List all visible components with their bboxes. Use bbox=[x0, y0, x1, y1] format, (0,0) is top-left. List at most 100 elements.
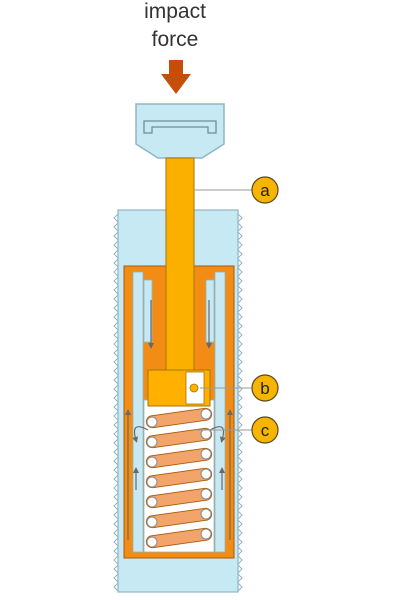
thread-ridge bbox=[237, 375, 243, 385]
thread-ridge bbox=[237, 258, 243, 268]
thread-ridge bbox=[113, 492, 119, 502]
thread-ridge bbox=[113, 384, 119, 394]
thread-ridge bbox=[113, 267, 119, 277]
thread-ridge bbox=[113, 213, 119, 223]
thread-ridge bbox=[113, 510, 119, 520]
callout-a-label: a bbox=[260, 181, 270, 200]
thread-ridge bbox=[113, 276, 119, 286]
thread-ridge bbox=[237, 411, 243, 421]
thread-ridge bbox=[237, 564, 243, 574]
thread-ridge bbox=[237, 510, 243, 520]
spring-coil-end bbox=[146, 456, 158, 468]
thread-ridge bbox=[237, 393, 243, 403]
thread-ridge bbox=[113, 375, 119, 385]
spring-coil-end bbox=[200, 448, 212, 460]
spring-coil bbox=[145, 427, 213, 449]
thread-ridge bbox=[237, 348, 243, 358]
thread-ridge bbox=[237, 357, 243, 367]
callout-a: a bbox=[251, 176, 279, 204]
thread-ridge bbox=[237, 384, 243, 394]
spring-coil bbox=[145, 487, 213, 509]
thread-ridge bbox=[113, 474, 119, 484]
spring-coil bbox=[145, 527, 213, 549]
thread-ridge bbox=[237, 501, 243, 511]
thread-ridge bbox=[113, 249, 119, 259]
spring-coil bbox=[145, 467, 213, 489]
thread-ridge bbox=[113, 465, 119, 475]
thread-ridge bbox=[237, 456, 243, 466]
thread-ridge bbox=[113, 339, 119, 349]
thread-ridge bbox=[237, 528, 243, 538]
thread-ridge bbox=[237, 465, 243, 475]
callout-c-label: c bbox=[261, 421, 270, 440]
thread-ridge bbox=[237, 546, 243, 556]
thread-ridge bbox=[237, 267, 243, 277]
thread-ridge bbox=[113, 330, 119, 340]
thread-ridge bbox=[113, 420, 119, 430]
spring-coil-end bbox=[200, 428, 212, 440]
spring-coil bbox=[145, 407, 213, 429]
thread-ridge bbox=[113, 582, 119, 592]
thread-ridge bbox=[237, 582, 243, 592]
impact-cap bbox=[135, 103, 225, 159]
orifice-valve bbox=[189, 383, 199, 393]
thread-ridge bbox=[113, 546, 119, 556]
spring-coil-end bbox=[146, 496, 158, 508]
thread-ridge bbox=[237, 303, 243, 313]
spring-coil-end bbox=[146, 416, 158, 428]
impact-force-arrow bbox=[161, 60, 191, 94]
callout-a-badge bbox=[251, 176, 279, 204]
thread-ridge bbox=[113, 537, 119, 547]
spring-coil-end bbox=[200, 408, 212, 420]
impact-label-line1: impact bbox=[144, 0, 206, 23]
thread-ridge bbox=[237, 321, 243, 331]
thread-ridge bbox=[237, 402, 243, 412]
thread-ridge bbox=[113, 483, 119, 493]
thread-ridge bbox=[237, 573, 243, 583]
thread-ridge bbox=[237, 249, 243, 259]
spring-coil-end bbox=[146, 476, 158, 488]
callout-b-label: b bbox=[260, 379, 269, 398]
thread-ridge bbox=[237, 492, 243, 502]
callout-leaders bbox=[194, 189, 252, 431]
thread-ridge bbox=[237, 429, 243, 439]
thread-ridge bbox=[237, 537, 243, 547]
thread-ridge bbox=[113, 348, 119, 358]
thread-ridge bbox=[113, 321, 119, 331]
thread-ridge bbox=[237, 312, 243, 322]
thread-ridge bbox=[237, 240, 243, 250]
spring-coil-end bbox=[146, 516, 158, 528]
thread-ridge bbox=[113, 411, 119, 421]
thread-ridge bbox=[113, 456, 119, 466]
thread-ridge bbox=[113, 366, 119, 376]
thread-ridge bbox=[113, 357, 119, 367]
thread-ridge bbox=[113, 438, 119, 448]
thread-ridges bbox=[113, 213, 243, 592]
thread-ridge bbox=[113, 519, 119, 529]
thread-ridge bbox=[113, 222, 119, 232]
spring-coil-end bbox=[200, 468, 212, 480]
thread-ridge bbox=[113, 303, 119, 313]
thread-ridge bbox=[237, 339, 243, 349]
thread-ridge bbox=[113, 285, 119, 295]
thread-ridge bbox=[237, 294, 243, 304]
callout-c-badge bbox=[251, 416, 279, 444]
callout-c: c bbox=[251, 416, 279, 444]
thread-ridge bbox=[113, 294, 119, 304]
thread-ridge bbox=[113, 240, 119, 250]
thread-ridge bbox=[113, 258, 119, 268]
spring-coil bbox=[145, 507, 213, 529]
thread-ridge bbox=[113, 564, 119, 574]
thread-ridge bbox=[113, 402, 119, 412]
thread-ridge bbox=[237, 330, 243, 340]
thread-ridge bbox=[237, 231, 243, 241]
callout-b: b bbox=[251, 374, 279, 402]
thread-ridge bbox=[113, 573, 119, 583]
thread-ridge bbox=[113, 312, 119, 322]
piston-head bbox=[147, 369, 211, 407]
callout-b-badge bbox=[251, 374, 279, 402]
spring-coil-end bbox=[200, 508, 212, 520]
impact-label-line2: force bbox=[151, 28, 199, 51]
compression-spring bbox=[145, 407, 213, 549]
thread-ridge bbox=[237, 555, 243, 565]
